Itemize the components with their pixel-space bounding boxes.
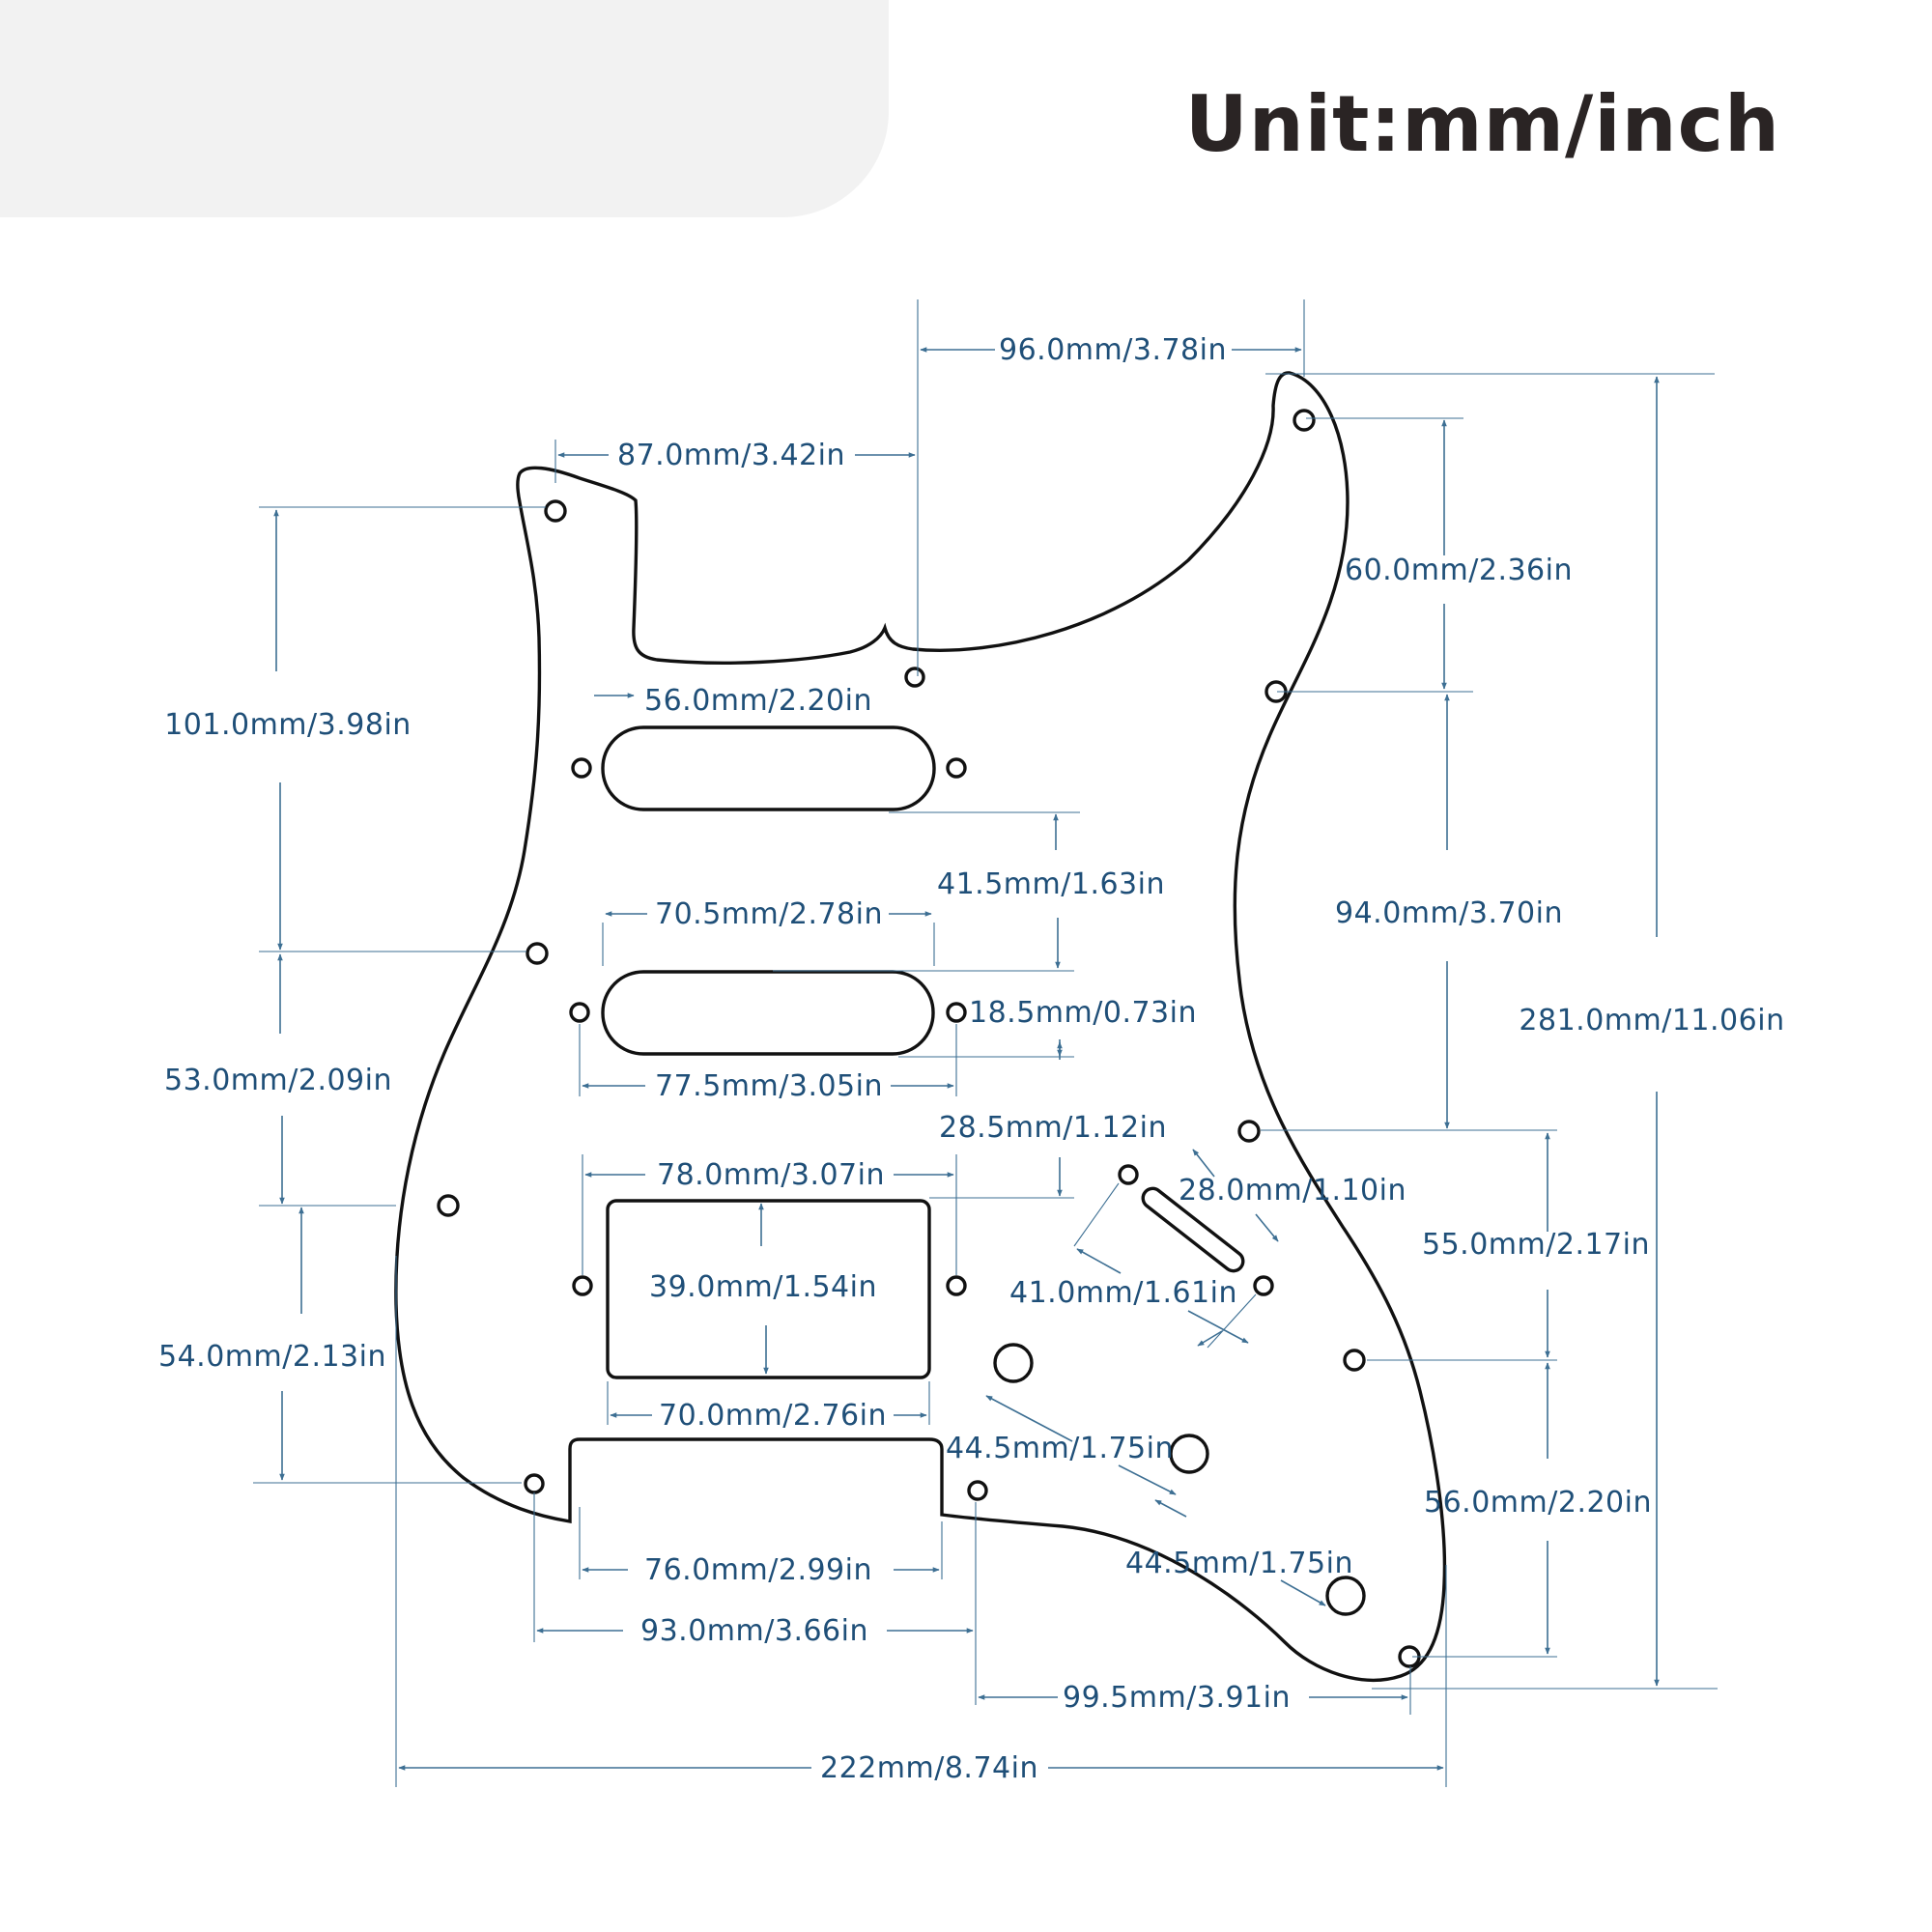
screw-hole bbox=[1293, 409, 1316, 432]
pickup-screw-hole bbox=[946, 1275, 967, 1296]
screw-hole bbox=[1343, 1349, 1366, 1372]
dim-label-switch-screw-spacing: 41.0mm/1.61in bbox=[1009, 1276, 1237, 1310]
dim-label-horn-to-center: 87.0mm/3.42in bbox=[617, 439, 845, 472]
screw-hole bbox=[437, 1194, 460, 1217]
screw-hole bbox=[526, 942, 549, 965]
pot-hole bbox=[1325, 1576, 1366, 1616]
dim-label-switch-slot-length: 28.0mm/1.10in bbox=[1179, 1174, 1406, 1208]
dim-label-humbucker-screw-spacing: 78.0mm/3.07in bbox=[657, 1158, 885, 1192]
middle-pickup-cutout bbox=[601, 970, 935, 1056]
dimension-lines bbox=[253, 299, 1718, 1787]
dim-label-left-top-to-hole: 101.0mm/3.98in bbox=[164, 708, 412, 742]
dim-label-bottom-holes-spacing: 93.0mm/3.66in bbox=[640, 1614, 868, 1648]
switch-slot bbox=[1141, 1186, 1245, 1273]
dim-label-pot-spacing-2: 44.5mm/1.75in bbox=[1125, 1547, 1353, 1580]
dim-label-humbucker-height: 39.0mm/1.54in bbox=[649, 1270, 877, 1304]
dim-label-pot-spacing-1: 44.5mm/1.75in bbox=[946, 1432, 1174, 1465]
dim-label-middle-pickup-width: 70.5mm/2.78in bbox=[655, 897, 883, 931]
dim-label-middle-screw-spacing: 77.5mm/3.05in bbox=[655, 1069, 883, 1103]
unit-title: Unit:mm/inch bbox=[1184, 79, 1780, 169]
corner-panel bbox=[0, 0, 889, 217]
dim-label-humbucker-width: 70.0mm/2.76in bbox=[659, 1399, 887, 1433]
screw-hole bbox=[967, 1480, 988, 1501]
pot-hole bbox=[1169, 1434, 1209, 1474]
dim-label-top-width: 96.0mm/3.78in bbox=[999, 333, 1227, 367]
switch-screw-hole bbox=[1253, 1275, 1274, 1296]
screw-hole bbox=[544, 499, 567, 523]
dim-label-left-hole-spacing-1: 53.0mm/2.09in bbox=[164, 1064, 392, 1097]
dim-label-right-hole-spacing: 94.0mm/3.70in bbox=[1335, 896, 1563, 930]
dim-label-left-hole-spacing-2: 54.0mm/2.13in bbox=[158, 1340, 386, 1374]
dim-label-bridge-cutout-width: 76.0mm/2.99in bbox=[644, 1553, 872, 1587]
pickguard-body-outline bbox=[394, 371, 1447, 1682]
dim-label-bottom-right-spacing: 99.5mm/3.91in bbox=[1063, 1681, 1291, 1715]
pot-hole bbox=[993, 1343, 1034, 1383]
dim-label-right-hole-spacing-2: 55.0mm/2.17in bbox=[1422, 1228, 1650, 1262]
switch-screw-hole bbox=[1118, 1164, 1139, 1185]
pickup-screw-hole bbox=[569, 1002, 590, 1023]
dim-label-right-hole-spacing-3: 56.0mm/2.20in bbox=[1424, 1486, 1652, 1520]
humbucker-cutout bbox=[606, 1199, 931, 1379]
screw-hole bbox=[1237, 1120, 1261, 1143]
dim-label-right-top-to-hole: 60.0mm/2.36in bbox=[1345, 554, 1573, 587]
dim-label-neck-pickup-width: 56.0mm/2.20in bbox=[644, 684, 872, 718]
dim-label-neck-to-middle: 41.5mm/1.63in bbox=[937, 867, 1165, 901]
pickup-screw-hole bbox=[571, 757, 592, 779]
pickup-screw-hole bbox=[946, 1002, 967, 1023]
pickup-screw-hole bbox=[946, 757, 967, 779]
dim-label-overall-width: 222mm/8.74in bbox=[820, 1751, 1038, 1785]
pickguard-outline bbox=[394, 371, 1447, 1682]
dim-label-middle-pickup-height: 18.5mm/0.73in bbox=[969, 996, 1197, 1030]
dim-label-middle-to-bridge: 28.5mm/1.12in bbox=[939, 1111, 1167, 1145]
pickup-screw-hole bbox=[572, 1275, 593, 1296]
dimension-labels: 96.0mm/3.78in 87.0mm/3.42in 60.0mm/2.36i… bbox=[158, 333, 1784, 1785]
dim-label-overall-height: 281.0mm/11.06in bbox=[1519, 1004, 1784, 1037]
neck-pickup-cutout bbox=[601, 725, 936, 811]
screw-hole bbox=[524, 1473, 545, 1494]
screw-hole bbox=[904, 667, 925, 688]
